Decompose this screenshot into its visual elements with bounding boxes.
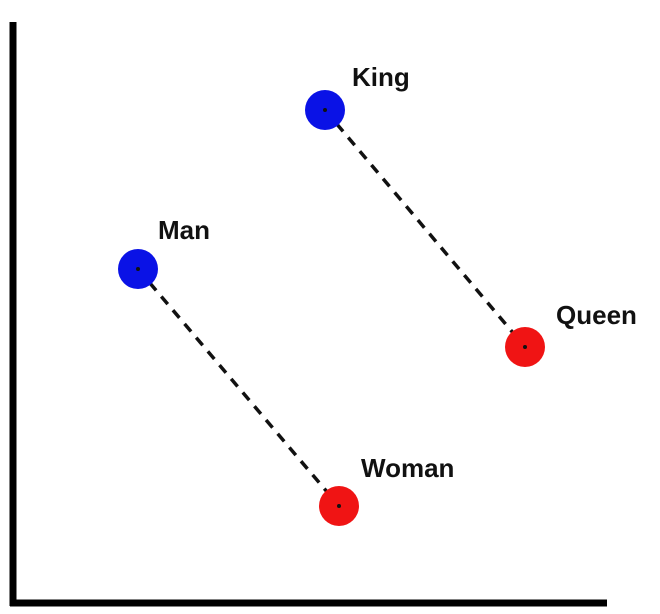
edge-king-queen [323,108,527,349]
node-queen-center [523,345,527,349]
node-king-center [323,108,327,112]
label-woman: Woman [361,453,454,483]
edge-man-woman [136,267,341,508]
label-queen: Queen [556,300,637,330]
node-man-center [136,267,140,271]
label-king: King [352,62,410,92]
node-woman-center [337,504,341,508]
label-man: Man [158,215,210,245]
